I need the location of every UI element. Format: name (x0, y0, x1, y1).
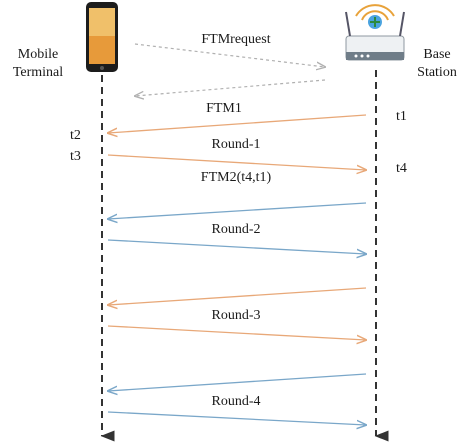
round4-response-arrow (108, 373, 367, 391)
timestamp-t3: t3 (70, 149, 81, 164)
round1-label: Round-1 (212, 137, 261, 152)
right-actor-label-line2: Station (417, 65, 457, 80)
ftm-request-ack-arrow (135, 79, 326, 96)
round4-arrow (107, 411, 366, 425)
left-actor-label-line1: Mobile (18, 47, 58, 62)
timestamp-t2: t2 (70, 128, 81, 143)
round3-response-arrow (108, 287, 367, 305)
left-actor-label-line2: Terminal (13, 65, 63, 80)
round1-arrow (107, 154, 366, 170)
timestamp-t4: t4 (396, 161, 407, 176)
round2-arrow (107, 239, 366, 254)
ftm2-label: FTM2(t4,t1) (201, 170, 272, 185)
ftm-request-arrow (134, 43, 325, 67)
timestamp-t1: t1 (396, 109, 407, 124)
smartphone-icon (86, 2, 118, 72)
round3-label: Round-3 (212, 308, 261, 323)
right-actor-label-line1: Base (423, 47, 450, 62)
round4-label: Round-4 (212, 394, 261, 409)
ftm1-label: FTM1 (206, 101, 242, 116)
wifi-router-icon (345, 4, 405, 61)
ftm-request-label: FTMrequest (201, 32, 270, 47)
round2-label: Round-2 (212, 222, 261, 237)
round3-arrow (107, 325, 366, 340)
ftm2-arrow (108, 202, 367, 219)
ftm1-arrow (108, 114, 367, 133)
